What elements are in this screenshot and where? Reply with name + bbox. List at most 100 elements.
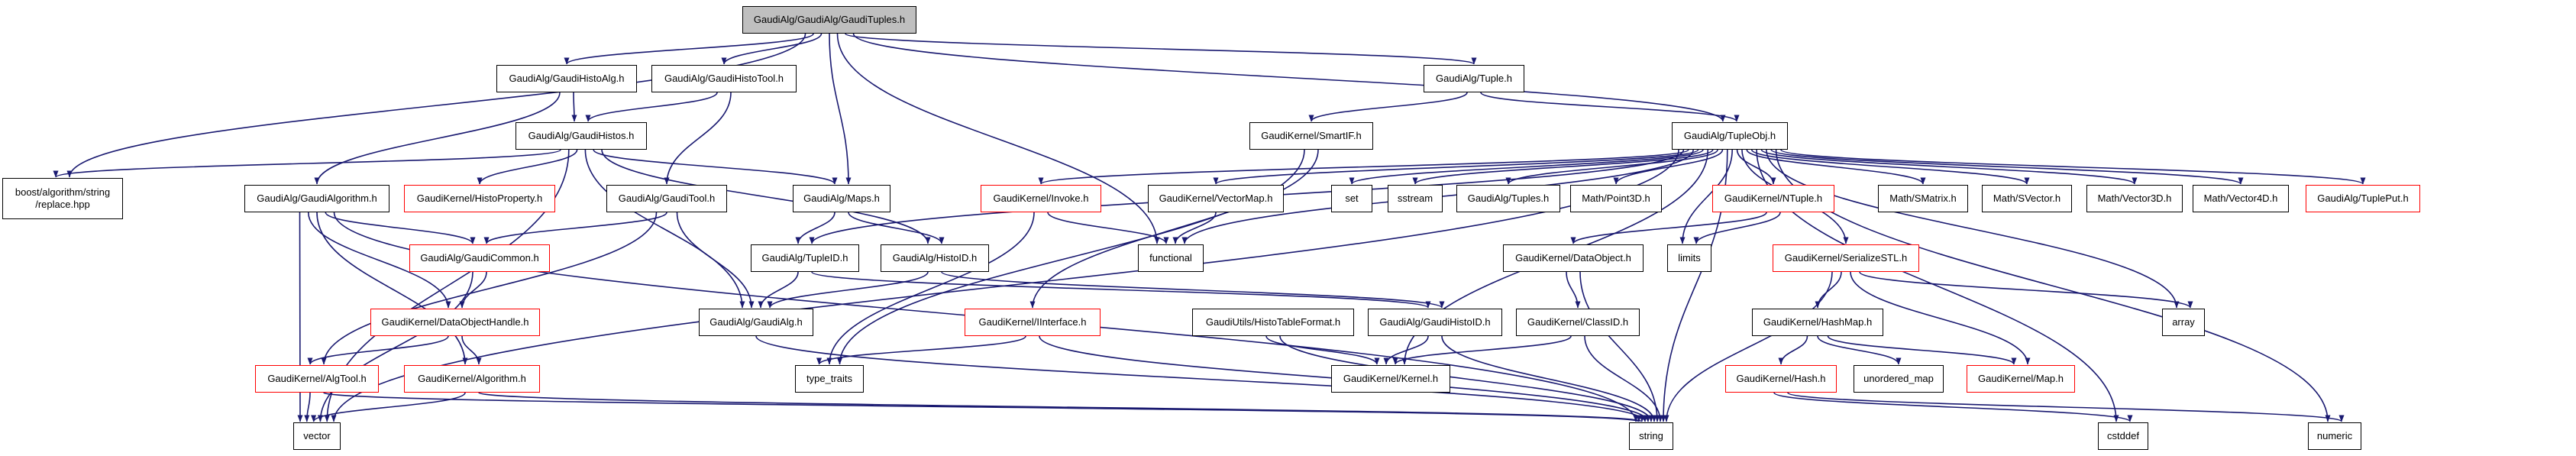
graph-node-boost[interactable]: boost/algorithm/string /replace.hpp <box>2 178 123 219</box>
include-edge-Maps-HistoID <box>848 212 945 244</box>
graph-node-Invoke[interactable]: GaudiKernel/Invoke.h <box>981 185 1101 212</box>
graph-node-unordered_map[interactable]: unordered_map <box>1854 365 1944 393</box>
graph-node-numeric[interactable]: numeric <box>2308 422 2361 450</box>
graph-node-GaudiHistoTool[interactable]: GaudiAlg/GaudiHistoTool.h <box>651 65 797 92</box>
graph-node-sstream[interactable]: sstream <box>1388 185 1443 212</box>
include-edge-Maps-TupleID <box>795 212 836 244</box>
include-edge-VectorMap-functional <box>1172 212 1217 244</box>
graph-node-HashMap[interactable]: GaudiKernel/HashMap.h <box>1752 309 1883 336</box>
graph-node-ClassID[interactable]: GaudiKernel/ClassID.h <box>1516 309 1640 336</box>
include-edge-TupleObj-Invoke <box>1038 149 1689 185</box>
graph-node-Kernel[interactable]: GaudiKernel/Kernel.h <box>1331 365 1450 393</box>
include-edge-DataObject-string <box>1579 271 1660 422</box>
include-edge-TupleObj-limits <box>1679 149 1733 244</box>
graph-node-SVector[interactable]: Math/SVector.h <box>1982 185 2072 212</box>
include-edge-GaudiHistos-GaudiAlg <box>584 149 745 309</box>
graph-node-Maps[interactable]: GaudiAlg/Maps.h <box>793 185 890 212</box>
graph-node-Vector4D[interactable]: Math/Vector4D.h <box>2193 185 2289 212</box>
include-edge-GaudiCommon-DataObjectHandle <box>459 271 487 309</box>
include-edge-HashMap-Hash <box>1778 335 1808 365</box>
include-edge-Invoke-functional <box>1047 212 1169 244</box>
graph-node-type_traits[interactable]: type_traits <box>795 365 864 393</box>
include-edge-TupleObj-sstream <box>1412 149 1714 185</box>
graph-node-Tuples[interactable]: GaudiAlg/Tuples.h <box>1456 185 1560 212</box>
graph-node-IInterface[interactable]: GaudiKernel/IInterface.h <box>965 309 1101 336</box>
graph-node-Map[interactable]: GaudiKernel/Map.h <box>1967 365 2075 393</box>
include-edge-GaudiHistoID-string <box>1441 335 1657 422</box>
graph-node-TupleObj[interactable]: GaudiAlg/TupleObj.h <box>1672 122 1788 150</box>
include-edge-GaudiTuples-boost <box>66 33 806 178</box>
graph-node-Vector3D[interactable]: Math/Vector3D.h <box>2086 185 2183 212</box>
graph-node-Point3D[interactable]: Math/Point3D.h <box>1570 185 1662 212</box>
graph-node-HistoTableFormat[interactable]: GaudiUtils/HistoTableFormat.h <box>1192 309 1354 336</box>
include-edge-HistoTableFormat-Kernel <box>1265 335 1380 365</box>
graph-node-GaudiAlgorithm[interactable]: GaudiAlg/GaudiAlgorithm.h <box>244 185 389 212</box>
include-edge-TupleObj-array <box>1766 149 2180 309</box>
include-edge-Algorithm-string <box>478 392 1644 422</box>
graph-node-array[interactable]: array <box>2162 309 2205 336</box>
graph-node-Tuple[interactable]: GaudiAlg/Tuple.h <box>1424 65 1524 92</box>
include-edge-GaudiHistoID-Kernel <box>1383 335 1429 365</box>
graph-node-SmartIF[interactable]: GaudiKernel/SmartIF.h <box>1249 122 1373 150</box>
include-edge-HashMap-unordered_map <box>1817 335 1902 365</box>
include-edge-GaudiTuples-Tuple <box>845 33 1477 65</box>
include-edge-Tuple-TupleObj <box>1480 92 1740 122</box>
graph-node-HistoProperty[interactable]: GaudiKernel/HistoProperty.h <box>404 185 555 212</box>
include-edge-GaudiAlgorithm-GaudiCommon <box>325 212 476 244</box>
graph-node-DataObject[interactable]: GaudiKernel/DataObject.h <box>1503 244 1644 272</box>
include-edge-GaudiCommon-vector <box>317 271 474 422</box>
include-edge-Algorithm-vector <box>311 392 466 422</box>
include-edge-TupleID-GaudiHistoID <box>811 271 1431 309</box>
graph-node-limits[interactable]: limits <box>1667 244 1711 272</box>
graph-node-vector[interactable]: vector <box>293 422 341 450</box>
graph-node-Hash[interactable]: GaudiKernel/Hash.h <box>1725 365 1837 393</box>
graph-node-NTuple[interactable]: GaudiKernel/NTuple.h <box>1712 185 1834 212</box>
graph-node-AlgTool[interactable]: GaudiKernel/AlgTool.h <box>255 365 379 393</box>
graph-node-SerializeSTL[interactable]: GaudiKernel/SerializeSTL.h <box>1773 244 1919 272</box>
graph-node-HistoID[interactable]: GaudiAlg/HistoID.h <box>881 244 989 272</box>
include-edge-Hash-cstddef <box>1773 392 2133 422</box>
graph-node-GaudiHistos[interactable]: GaudiAlg/GaudiHistos.h <box>516 122 647 150</box>
include-edge-GaudiTool-GaudiAlg <box>676 212 755 309</box>
include-edge-GaudiHistoAlg-GaudiAlgorithm <box>314 92 561 185</box>
graph-node-GaudiAlg[interactable]: GaudiAlg/GaudiAlg.h <box>699 309 813 336</box>
graph-node-string[interactable]: string <box>1629 422 1673 450</box>
include-edge-ClassID-string <box>1584 335 1663 422</box>
include-edge-TupleObj-SMatrix <box>1746 149 1926 185</box>
graph-node-GaudiHistoID[interactable]: GaudiAlg/GaudiHistoID.h <box>1368 309 1502 336</box>
graph-node-functional[interactable]: functional <box>1138 244 1204 272</box>
include-edge-TupleObj-set <box>1349 149 1704 185</box>
include-edge-ClassID-Kernel <box>1392 335 1572 365</box>
graph-node-GaudiHistoAlg[interactable]: GaudiAlg/GaudiHistoAlg.h <box>496 65 637 92</box>
graph-node-SMatrix[interactable]: Math/SMatrix.h <box>1878 185 1968 212</box>
include-edge-SerializeSTL-string <box>1663 271 1833 422</box>
include-edge-GaudiTuples-GaudiHistoTool <box>721 33 823 65</box>
include-edge-TupleID-GaudiAlg <box>758 271 799 309</box>
include-edge-GaudiTuples-Maps <box>829 33 852 185</box>
include-edge-GaudiHistos-HistoID <box>601 149 931 244</box>
graph-node-GaudiTool[interactable]: GaudiAlg/GaudiTool.h <box>606 185 727 212</box>
include-edge-IInterface-type_traits <box>816 335 1026 365</box>
graph-node-GaudiCommon[interactable]: GaudiAlg/GaudiCommon.h <box>409 244 550 272</box>
graph-node-VectorMap[interactable]: GaudiKernel/VectorMap.h <box>1148 185 1284 212</box>
include-edge-TupleObj-VectorMap <box>1213 149 1699 185</box>
include-edge-GaudiTool-AlgTool <box>321 212 658 365</box>
graph-node-set[interactable]: set <box>1331 185 1372 212</box>
graph-node-DataObjectHandle[interactable]: GaudiKernel/DataObjectHandle.h <box>370 309 540 336</box>
include-edge-HistoID-GaudiAlg <box>767 271 929 309</box>
include-edge-Hash-numeric <box>1787 392 2345 422</box>
graph-node-cstddef[interactable]: cstddef <box>2098 422 2148 450</box>
graph-node-TuplePut[interactable]: GaudiAlg/TuplePut.h <box>2306 185 2420 212</box>
include-edge-HistoID-GaudiHistoID <box>941 271 1445 309</box>
include-edge-GaudiTool-GaudiCommon <box>483 212 667 244</box>
graph-node-TupleID[interactable]: GaudiAlg/TupleID.h <box>751 244 859 272</box>
include-edge-Tuple-SmartIF <box>1308 92 1468 122</box>
include-edge-TupleObj-TuplePut <box>1780 149 2366 185</box>
graph-node-Algorithm[interactable]: GaudiKernel/Algorithm.h <box>404 365 540 393</box>
include-edge-Invoke-type_traits <box>826 212 1035 365</box>
include-edge-GaudiHistos-boost <box>53 149 561 178</box>
edge-group <box>53 33 2366 422</box>
include-edge-TupleObj-Vector4D <box>1770 149 2244 185</box>
